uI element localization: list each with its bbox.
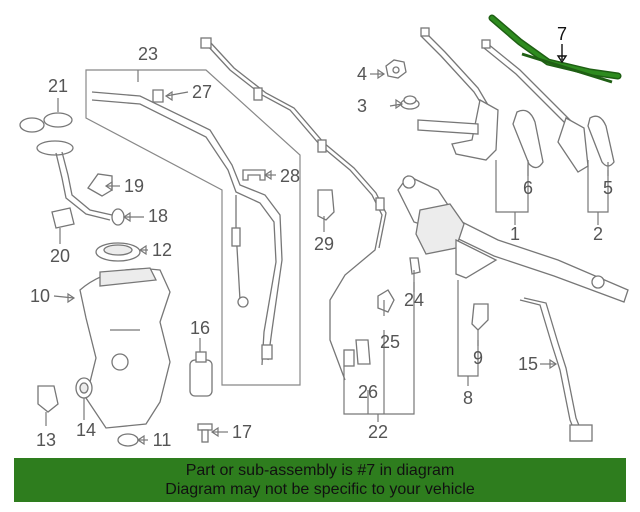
callout-19: 19 <box>124 176 144 196</box>
wiper-linkage <box>397 175 629 303</box>
callout-12: 12 <box>152 240 172 260</box>
callout-10: 10 <box>30 286 50 306</box>
wiper-arm-left <box>417 27 499 161</box>
callout-14: 14 <box>76 420 96 440</box>
callout-18: 18 <box>148 206 168 226</box>
callout-5: 5 <box>603 178 613 198</box>
callout-24: 24 <box>404 290 424 310</box>
callout-4: 4 <box>357 64 367 84</box>
bracket-20 <box>51 207 75 229</box>
callout-15: 15 <box>518 354 538 374</box>
harness-bracket-29 <box>317 189 335 221</box>
callout-21: 21 <box>48 76 68 96</box>
grommet-18 <box>111 208 125 226</box>
info-banner: Part or sub-assembly is #7 in diagram Di… <box>14 458 626 502</box>
linkage-bracket-9 <box>471 303 489 331</box>
banner-line-1: Part or sub-assembly is #7 in diagram <box>185 462 455 479</box>
callout-20: 20 <box>50 246 70 266</box>
clip-25 <box>377 289 395 313</box>
banner-line-2: Diagram may not be specific to your vehi… <box>165 481 475 498</box>
washer-reservoir-10 <box>79 267 171 429</box>
callout-17: 17 <box>232 422 252 442</box>
arm-cap-5 <box>587 115 615 167</box>
clip-24 <box>409 257 421 275</box>
callout-8: 8 <box>463 388 473 408</box>
leader-lines <box>45 44 609 446</box>
nut-4 <box>385 59 407 79</box>
callout-11: 11 <box>153 430 172 450</box>
hose-clip-28 <box>242 169 266 181</box>
filler-neck <box>36 140 113 221</box>
grommet-11 <box>117 433 139 447</box>
callout-27: 27 <box>192 82 212 102</box>
callout-2: 2 <box>593 224 603 244</box>
callout-1: 1 <box>510 224 520 244</box>
hose-assembly-box <box>85 69 301 386</box>
connector-26 <box>343 339 371 367</box>
callout-29: 29 <box>314 234 334 254</box>
callout-7: 7 <box>557 24 567 44</box>
callout-28: 28 <box>280 166 300 186</box>
arm-cap-6 <box>512 109 544 169</box>
callout-6: 6 <box>523 178 533 198</box>
callout-16: 16 <box>190 318 210 338</box>
callout-26: 26 <box>358 382 378 402</box>
wiper-arm-right <box>481 39 589 173</box>
grommet-14 <box>75 377 93 399</box>
filler-cap-21 <box>19 112 73 133</box>
washer-pump-16 <box>189 351 213 397</box>
wiper-blade-highlighted <box>488 14 622 84</box>
callout-13: 13 <box>36 430 56 450</box>
washer-hoses <box>91 91 283 366</box>
callout-3: 3 <box>357 96 367 116</box>
pump-seal-12 <box>95 242 141 262</box>
wiring-harness <box>200 37 387 381</box>
callout-9: 9 <box>473 348 483 368</box>
callout-23: 23 <box>138 44 158 64</box>
washer-pipe-15 <box>519 297 593 442</box>
callout-25: 25 <box>380 332 400 352</box>
callout-22: 22 <box>368 422 388 442</box>
screw-17 <box>197 423 213 443</box>
hose-connector-27 <box>152 89 164 103</box>
sensor-13 <box>37 385 59 413</box>
nut-3 <box>400 95 420 110</box>
